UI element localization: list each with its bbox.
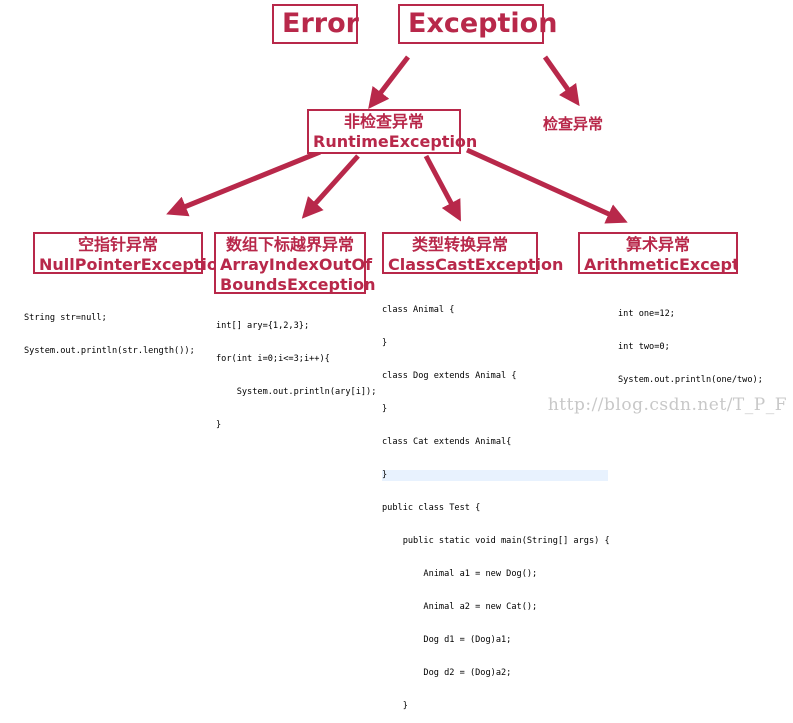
exception-box: Exception	[398, 4, 557, 44]
code-line-highlighted: }	[382, 470, 608, 481]
code-line: }	[216, 420, 222, 430]
code-line: System.out.println(ary[i]);	[216, 387, 377, 397]
code-line: public static void main(String[] args) {	[382, 536, 610, 546]
code-cce: class Animal { } class Dog extends Anima…	[382, 283, 610, 723]
code-line: class Animal {	[382, 305, 455, 315]
code-line: Animal a2 = new Cat();	[382, 602, 538, 612]
code-npe: String str=null; System.out.println(str.…	[24, 291, 195, 368]
code-line: class Dog extends Animal {	[382, 371, 517, 381]
npe-cn-label: 空指针异常	[77, 235, 158, 254]
aio-cn-label: 数组下标越界异常	[225, 235, 354, 254]
aio-box: 数组下标越界异常 ArrayIndexOutOf BoundsException	[214, 232, 376, 294]
runtime-cn-label: 非检查异常	[343, 112, 424, 131]
runtime-exception-box: 非检查异常 RuntimeException	[307, 109, 478, 154]
code-line: int one=12;	[618, 309, 675, 319]
code-line: public class Test {	[382, 503, 481, 513]
npe-box: 空指针异常 NullPointerException	[33, 232, 230, 274]
arrow-runtime-to-npe	[166, 149, 321, 217]
arith-box: 算术异常 ArithmeticException	[578, 232, 738, 274]
watermark: http://blog.csdn.net/T_P_F	[547, 395, 787, 415]
aio-en-label-2: BoundsException	[220, 275, 376, 294]
code-line: Dog d2 = (Dog)a2;	[382, 668, 512, 678]
code-line: int[] ary={1,2,3};	[216, 321, 310, 331]
checked-exception-label: 检查异常	[543, 115, 604, 133]
code-line: }	[382, 338, 388, 348]
code-line: System.out.println(one/two);	[618, 375, 763, 385]
arrows-layer	[166, 55, 628, 224]
arrow-exception-to-runtime	[368, 55, 410, 110]
exception-label: Exception	[408, 8, 558, 39]
cce-box: 类型转换异常 ClassCastException	[382, 232, 564, 274]
aio-en-label-1: ArrayIndexOutOf	[220, 255, 373, 274]
runtime-en-label: RuntimeException	[313, 132, 478, 151]
code-arith: int one=12; int two=0; System.out.printl…	[618, 287, 763, 397]
arrow-runtime-to-aio	[301, 154, 360, 219]
error-box: Error	[272, 4, 359, 44]
arrow-exception-to-checked	[542, 55, 580, 107]
code-line: String str=null;	[24, 313, 107, 323]
arith-en-label: ArithmeticException	[584, 255, 738, 274]
code-line: }	[382, 404, 388, 414]
code-line: class Cat extends Animal{	[382, 437, 512, 447]
npe-en-label: NullPointerException	[39, 255, 230, 274]
arith-cn-label: 算术异常	[625, 235, 690, 254]
code-line: for(int i=0;i<=3;i++){	[216, 354, 330, 364]
error-label: Error	[282, 8, 359, 39]
cce-cn-label: 类型转换异常	[411, 235, 508, 254]
arrow-runtime-to-cce	[423, 154, 461, 222]
code-line: System.out.println(str.length());	[24, 346, 195, 356]
code-line: Animal a1 = new Dog();	[382, 569, 538, 579]
code-line: }	[382, 701, 408, 711]
cce-en-label: ClassCastException	[388, 255, 564, 274]
code-line: int two=0;	[618, 342, 670, 352]
arrow-runtime-to-arith	[465, 147, 628, 224]
code-line: Dog d1 = (Dog)a1;	[382, 635, 512, 645]
code-aio: int[] ary={1,2,3}; for(int i=0;i<=3;i++)…	[216, 299, 376, 442]
